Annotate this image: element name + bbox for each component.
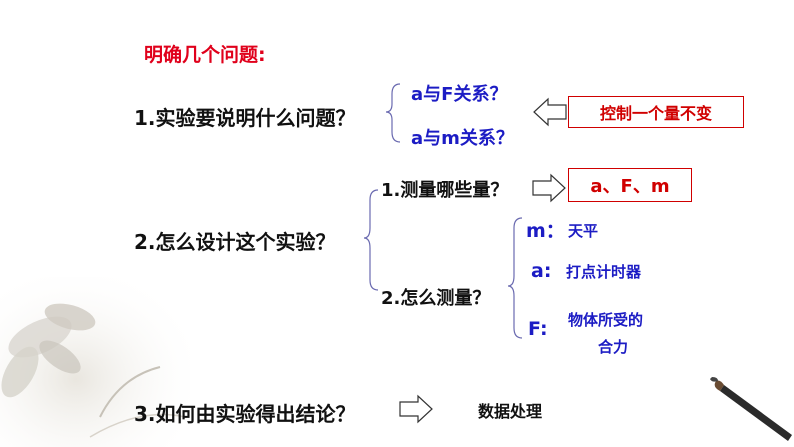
question-2: 2.怎么设计这个实验？ <box>134 230 336 254</box>
q1-option-a-f: a与F关系？ <box>411 84 508 105</box>
q2-sub-question-2: 2.怎么测量？ <box>381 288 491 309</box>
f-description-line-2: 合力 <box>598 338 629 356</box>
lotus-decoration <box>0 277 190 447</box>
question-3: 3.如何由实验得出结论？ <box>134 402 356 426</box>
f-description-line-1: 物体所受的 <box>568 311 644 329</box>
question-1: 1.实验要说明什么问题？ <box>134 106 356 130</box>
m-key: m： <box>526 220 565 242</box>
m-instrument: 天平 <box>568 222 599 240</box>
f-key: F: <box>528 318 548 340</box>
q1-arrow <box>533 97 567 127</box>
q1-brace <box>385 83 401 143</box>
page-title: 明确几个问题: <box>144 44 266 66</box>
q3-answer: 数据处理 <box>478 402 543 421</box>
q3-arrow <box>399 394 433 424</box>
q2-sub1-answer-box: a、F、m <box>568 168 692 202</box>
q2-sub1-arrow <box>532 173 566 203</box>
q2-sub-question-1: 1.测量哪些量？ <box>381 180 509 201</box>
a-key: a: <box>531 260 552 282</box>
q1-answer-text: 控制一个量不变 <box>599 104 712 123</box>
q2-brace <box>363 189 379 291</box>
a-instrument: 打点计时器 <box>566 263 642 281</box>
q2-sub2-brace <box>507 217 523 339</box>
q1-answer-box: 控制一个量不变 <box>568 96 744 128</box>
brush-decoration <box>710 377 792 441</box>
q1-option-a-m: a与m关系？ <box>411 128 514 149</box>
q2-sub1-answer-text: a、F、m <box>590 176 670 197</box>
